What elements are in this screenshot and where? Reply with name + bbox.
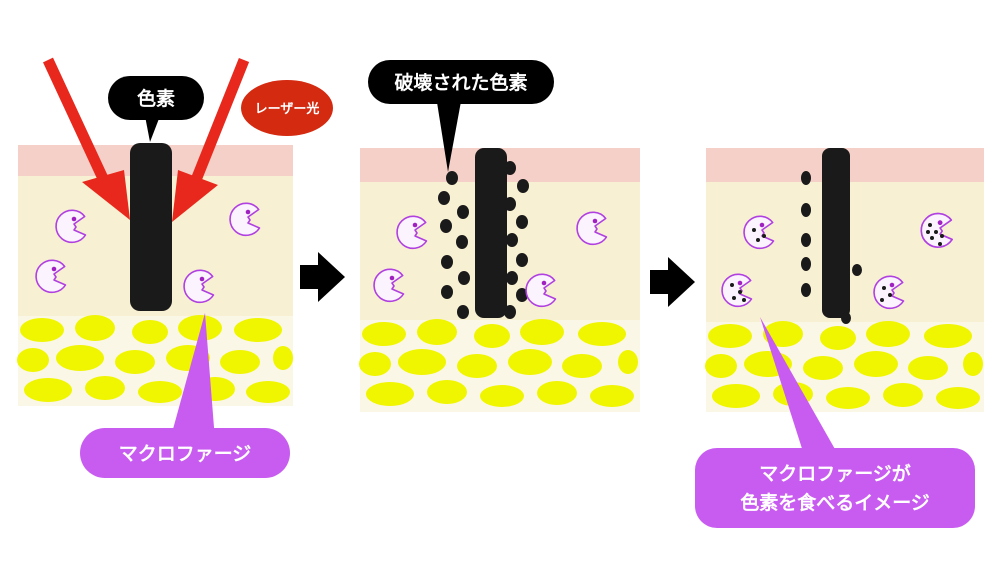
laser-callout: レーザー光 (241, 80, 333, 136)
right-arrow-icon (650, 257, 695, 307)
pigment-column (130, 143, 172, 311)
panel-2: 破壊された色素 (359, 60, 640, 412)
pigment-fragments (438, 161, 529, 319)
macrophage-eating-label-line1: マクロファージが (759, 462, 911, 485)
laser-arrow-icon (43, 57, 250, 222)
pigment-column (475, 148, 507, 318)
fat-cells (359, 319, 638, 407)
pigment-column (822, 148, 850, 318)
pigment-label: 色素 (137, 87, 175, 110)
pigment-fragments (801, 171, 862, 324)
fat-cells (17, 315, 293, 403)
macrophage-eating-callout: マクロファージが 色素を食べるイメージ (695, 317, 975, 528)
laser-label: レーザー光 (255, 101, 320, 117)
panel-1: 色素 レーザー光 マクロファージ (17, 57, 333, 478)
ingested-pigment (730, 223, 944, 302)
macrophage-eating-label-line2: 色素を食べるイメージ (740, 491, 930, 514)
right-arrow-icon (300, 252, 345, 302)
pigment-callout: 色素 (108, 76, 204, 142)
panel-3: マクロファージが 色素を食べるイメージ (695, 148, 984, 528)
destroyed-pigment-callout: 破壊された色素 (368, 60, 554, 172)
macrophage-callout: マクロファージ (80, 313, 290, 478)
destroyed-pigment-label: 破壊された色素 (394, 71, 527, 94)
macrophage-label: マクロファージ (119, 443, 252, 465)
